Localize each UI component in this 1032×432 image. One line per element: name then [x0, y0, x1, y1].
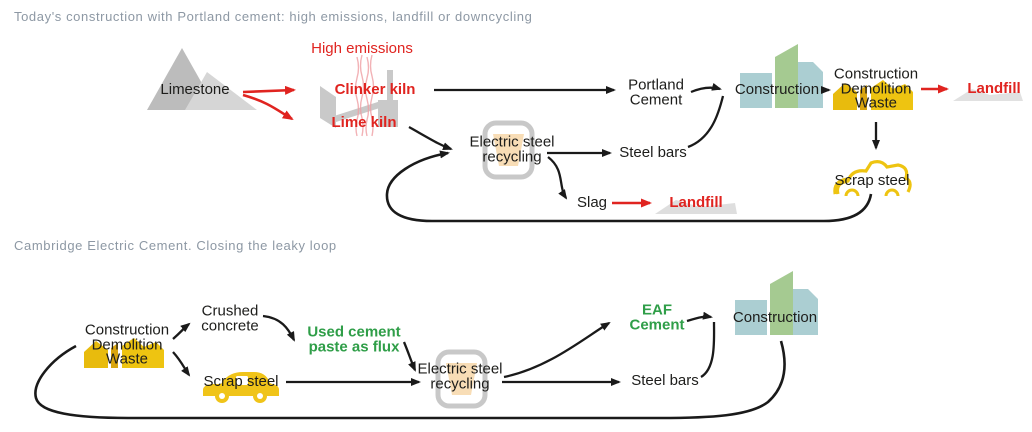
top-red-arrows	[242, 84, 949, 208]
scrap-steel-car-icon	[203, 372, 279, 403]
scrap-steel-car-outline-icon	[833, 160, 912, 197]
bottom-black-arrows	[34, 311, 786, 420]
construction-buildings-icon	[740, 44, 823, 108]
kiln-icon	[320, 70, 398, 128]
demolition-waste-icon-bottom	[84, 338, 164, 368]
demolition-waste-icon	[833, 80, 913, 110]
electric-steel-crucible-icon-bottom	[438, 352, 485, 406]
electric-steel-crucible-icon	[485, 123, 532, 177]
section-title-portland: Today's construction with Portland cemen…	[14, 9, 533, 24]
section-title-cec: Cambridge Electric Cement. Closing the l…	[14, 238, 337, 253]
top-black-arrows	[385, 82, 880, 223]
landfill-mound-icon	[655, 89, 1023, 214]
construction-buildings-icon-bottom	[735, 271, 818, 335]
limestone-icon	[147, 48, 257, 110]
emissions-icon	[354, 54, 375, 137]
